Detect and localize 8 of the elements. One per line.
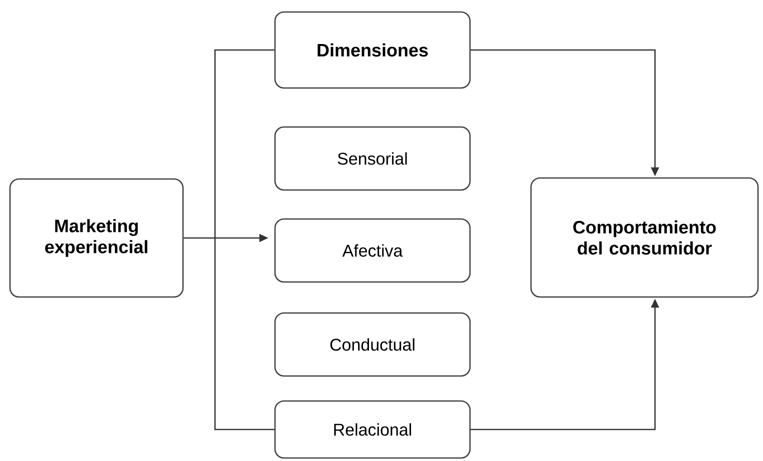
- concept-box: Dimensiones: [274, 11, 471, 89]
- dimension-box: Relacional: [274, 400, 471, 459]
- concept-box: Marketing experiencial: [9, 178, 184, 298]
- concept-box: Comportamiento del consumidor: [530, 177, 759, 298]
- bracket-line: [214, 49, 274, 430]
- dimension-box: Conductual: [274, 312, 471, 377]
- dimension-box: Sensorial: [274, 126, 471, 191]
- dimension-box: Afectiva: [274, 218, 471, 283]
